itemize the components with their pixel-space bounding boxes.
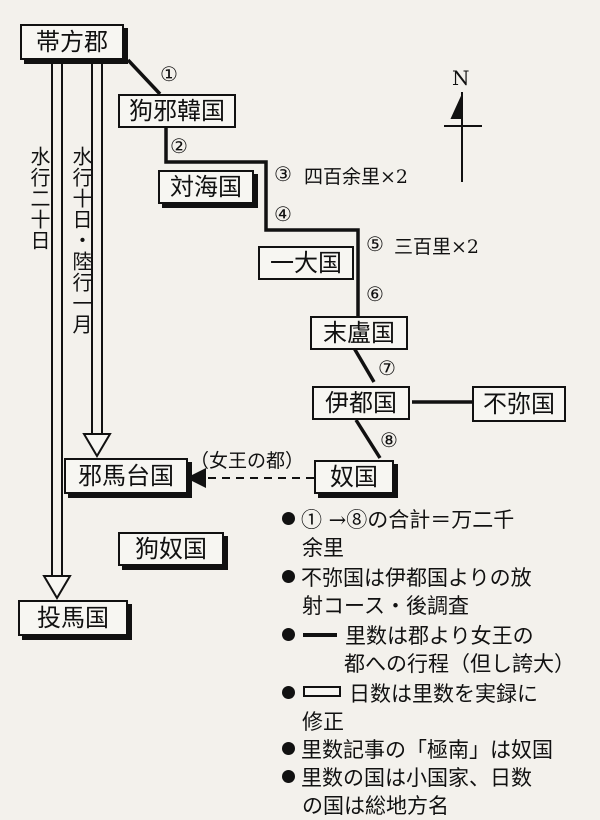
route-label-5: ⑤ xyxy=(366,232,384,256)
compass-icon xyxy=(444,92,482,182)
node-taihou: 帯方郡 xyxy=(20,24,124,60)
node-yamatai: 邪馬台国 xyxy=(64,458,188,494)
legend-item-bold-line: 里数は郡より女王の 都への行程（但し誇大） xyxy=(282,622,575,678)
double-arrow-yamatai xyxy=(82,56,112,458)
route-label-8: ⑧ xyxy=(380,428,398,452)
distance-label-3: 四百余里×2 xyxy=(304,166,409,188)
bullet-icon xyxy=(282,628,295,641)
legend-item-double-line: 日数は里数を実録に 修正 xyxy=(282,680,538,736)
double-arrow-touma xyxy=(42,56,72,600)
water-land-route: 水行十日・陸行一月 xyxy=(69,146,93,335)
node-touma: 投馬国 xyxy=(18,600,128,636)
route-label-6: ⑥ xyxy=(366,282,384,306)
bullet-icon xyxy=(282,512,295,525)
water-route-20-days: 水行二十日 xyxy=(27,146,51,251)
distance-label-5: 三百里×2 xyxy=(394,236,480,258)
node-kuyakan: 狗邪韓国 xyxy=(118,94,236,128)
queen-capital-label: （女王の都） xyxy=(190,450,305,472)
route-label-1: ① xyxy=(160,62,178,86)
route-label-2: ② xyxy=(170,134,188,158)
legend-item-southmost: 里数記事の「極南」は奴国 xyxy=(282,736,553,764)
route-label-7: ⑦ xyxy=(378,356,396,380)
route-label-3: ③ xyxy=(274,162,292,186)
bullet-icon xyxy=(282,686,295,699)
node-matsuro: 末盧国 xyxy=(310,316,408,350)
node-tsushima: 対海国 xyxy=(158,170,254,204)
node-kuna: 狗奴国 xyxy=(118,532,224,566)
legend-item-fumi: 不弥国は伊都国よりの放 射コース・後調査 xyxy=(282,564,532,620)
node-fumi: 不弥国 xyxy=(472,386,566,422)
node-ito: 伊都国 xyxy=(312,386,410,420)
bullet-icon xyxy=(282,742,295,755)
node-ichidai: 一大国 xyxy=(258,246,354,280)
route-label-4: ④ xyxy=(274,202,292,226)
legend-item-total: ① →⑧の合計＝万二千 余里 xyxy=(282,506,514,562)
legend-item-country-type: 里数の国は小国家、日数 の国は総地方名 xyxy=(282,764,532,820)
bullet-icon xyxy=(282,570,295,583)
bullet-icon xyxy=(282,770,295,783)
double-line-icon xyxy=(303,686,341,697)
node-na: 奴国 xyxy=(314,460,394,494)
bold-line-icon xyxy=(303,633,337,637)
compass-north-label: N xyxy=(452,66,470,90)
bold-route xyxy=(126,58,472,459)
